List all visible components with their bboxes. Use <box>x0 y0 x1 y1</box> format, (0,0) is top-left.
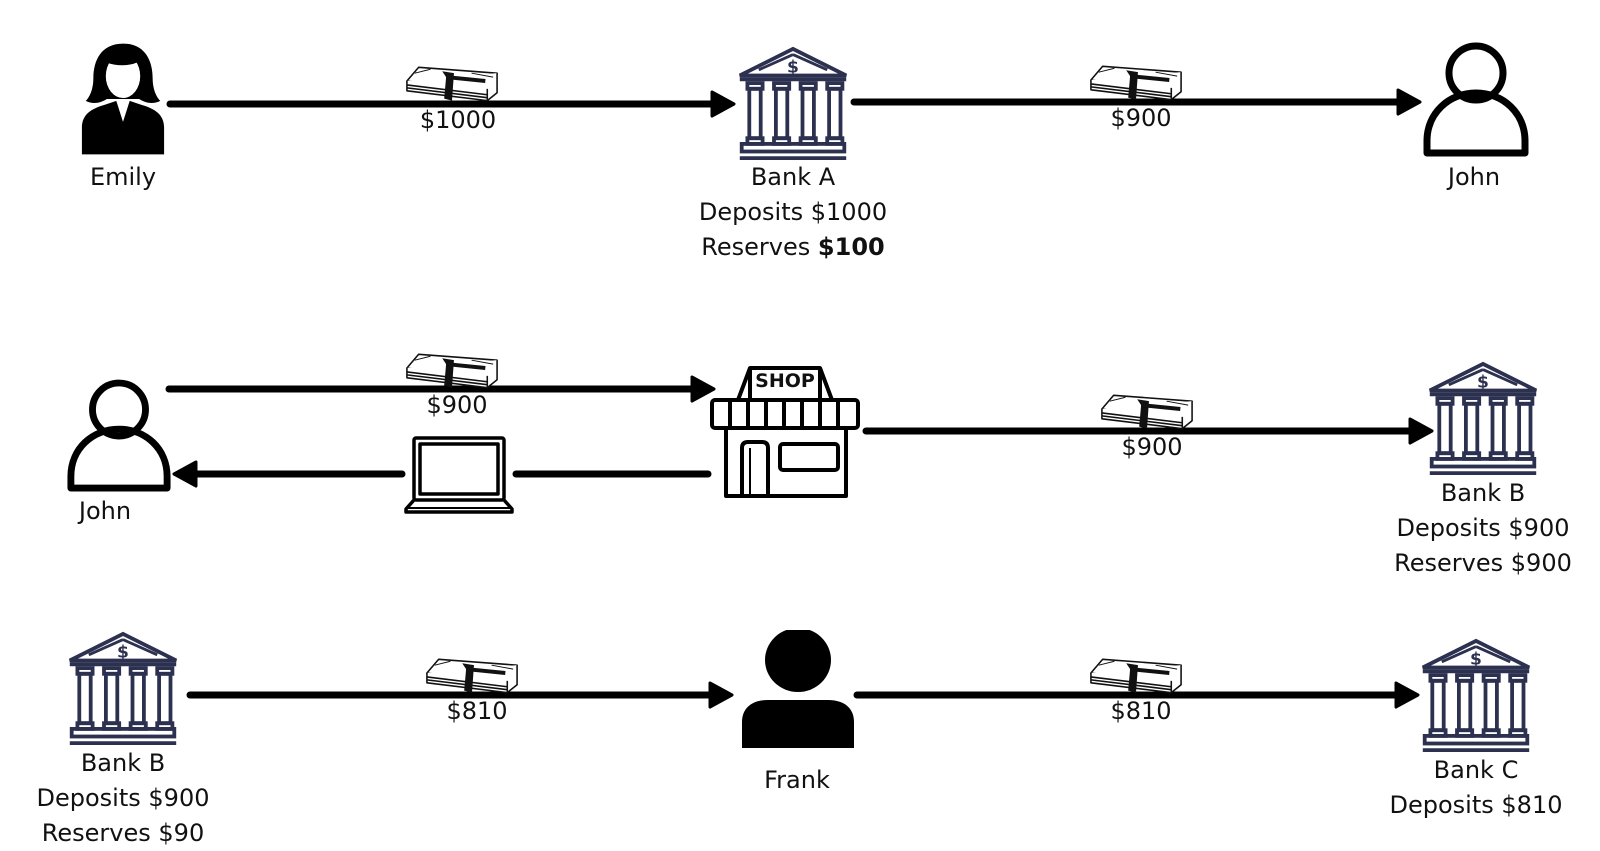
node-label-emily: Emily <box>89 163 157 191</box>
reserves-value: $90 <box>158 819 205 847</box>
deposits-label: Deposits <box>36 784 141 812</box>
bank-b-deposits: Deposits $900 <box>1397 511 1570 546</box>
deposits-value: $900 <box>148 784 210 812</box>
bank-b-name: Bank B <box>1440 479 1526 507</box>
transfer-amount: $1000 <box>419 106 497 134</box>
bank-icon <box>1419 638 1533 754</box>
reserves-value: $100 <box>817 233 885 261</box>
bank-b-name: Bank B <box>80 749 166 777</box>
shop-sign-label: SHOP <box>755 370 815 392</box>
bank-c-name: Bank C <box>1433 756 1519 784</box>
reserves-label: Reserves <box>701 233 811 261</box>
deposits-value: $810 <box>1501 791 1563 819</box>
transfer-amount: $810 <box>1110 697 1172 725</box>
bank-a-name: Bank A <box>750 163 836 191</box>
bank-c-deposits: Deposits $810 <box>1390 788 1563 823</box>
bank-a-deposits: Deposits $1000 <box>699 195 887 230</box>
deposits-label: Deposits <box>1396 514 1501 542</box>
transfer-amount: $900 <box>1110 104 1172 132</box>
money-stack-icon <box>1087 651 1185 696</box>
deposits-value: $900 <box>1508 514 1570 542</box>
bank-b-reserves: Reserves $90 <box>42 816 204 851</box>
node-label-frank: Frank <box>764 766 830 794</box>
deposits-value: $1000 <box>810 198 888 226</box>
deposits-label: Deposits <box>698 198 804 226</box>
node-label-john: John <box>78 497 132 525</box>
node-label-john: John <box>1447 163 1501 191</box>
bank-b-reserves: Reserves $900 <box>1394 546 1572 581</box>
bank-b-deposits: Deposits $900 <box>37 781 210 816</box>
bank-a-reserves: Reserves $100 <box>701 230 884 265</box>
reserves-label: Reserves <box>1394 549 1504 577</box>
deposits-label: Deposits <box>1389 791 1494 819</box>
transfer-amount: $900 <box>426 391 488 419</box>
transfer-amount: $900 <box>1121 433 1183 461</box>
transfer-amount: $810 <box>446 697 508 725</box>
reserves-value: $900 <box>1510 549 1572 577</box>
reserves-label: Reserves <box>41 819 151 847</box>
